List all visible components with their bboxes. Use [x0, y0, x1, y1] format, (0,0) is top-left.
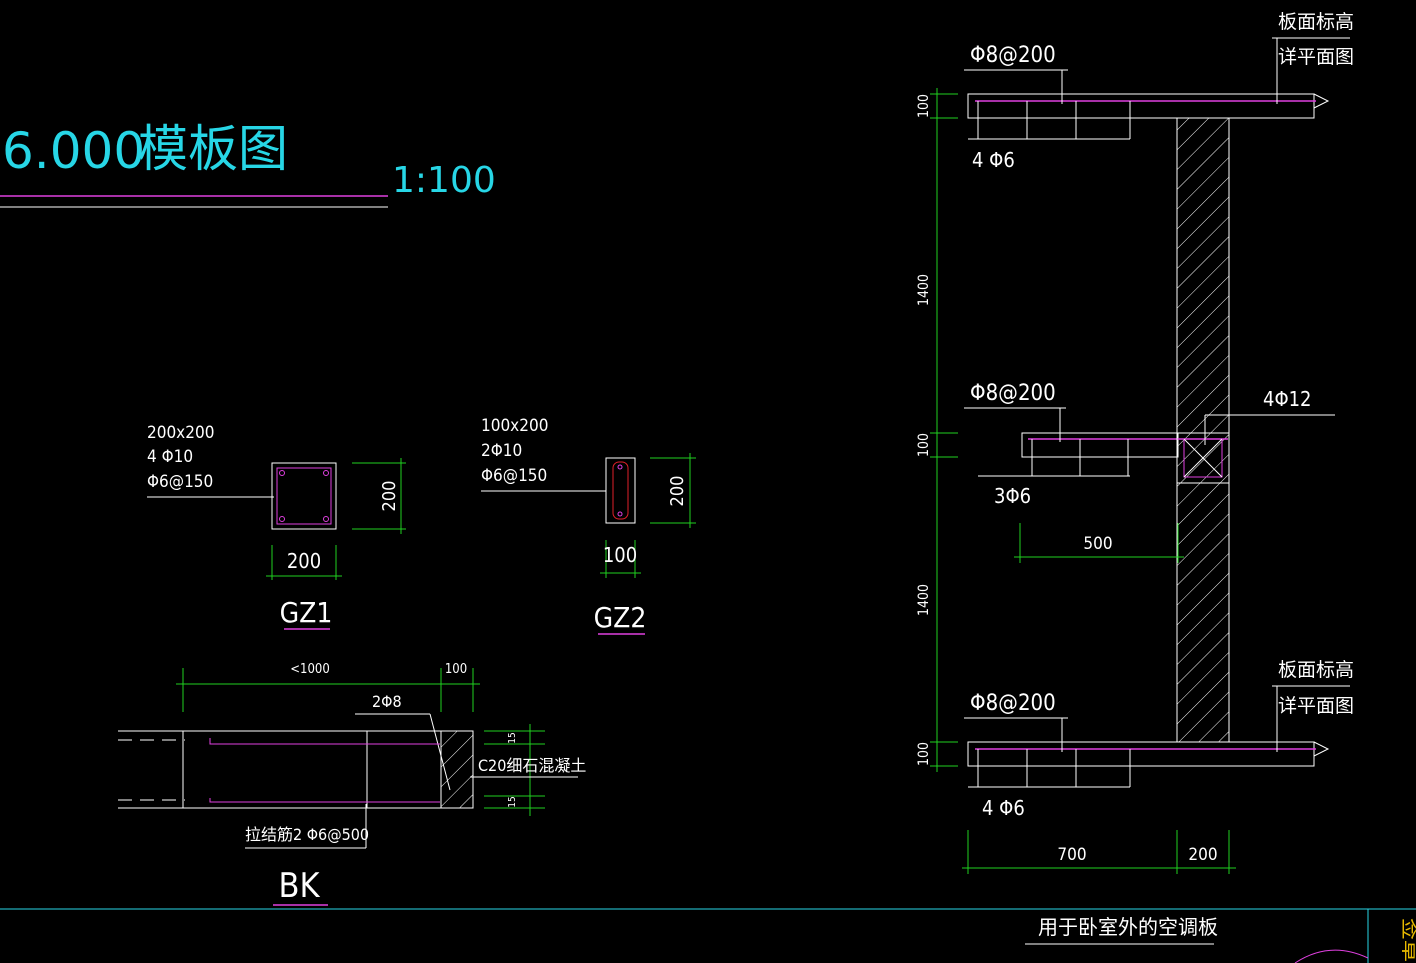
bk-tie-label: 拉结筋2 Φ6@500 — [245, 825, 369, 844]
dim-v1: 100 — [916, 94, 932, 118]
gz2-detail: 100x200 2Φ10 Φ6@150 200 100 GZ2 — [481, 416, 696, 635]
dim-h2: 200 — [1188, 845, 1217, 865]
gz2-spec-1: 100x200 — [481, 416, 548, 436]
title-elevation: 6.000 — [2, 122, 145, 180]
gz1-spec-2: 4 Φ10 — [147, 447, 193, 467]
drawing-title: 6.000 模板图 1:100 — [0, 120, 496, 208]
mid-dim: 500 — [1083, 534, 1112, 554]
bk-label: BK — [278, 866, 320, 906]
gz2-dim-height: 200 — [667, 476, 688, 507]
gz1-spec-3: Φ6@150 — [147, 472, 213, 492]
section-detail: Φ8@200 4 Φ6 板面标高 详平面图 Φ8@200 3Φ6 4Φ12 50… — [916, 11, 1354, 874]
dim-h1: 700 — [1057, 845, 1086, 865]
top-slab-ref: 详平面图 — [1278, 46, 1354, 68]
top-dist: 4 Φ6 — [972, 148, 1015, 172]
bot-rebar: Φ8@200 — [970, 691, 1056, 716]
dim-v5: 100 — [916, 742, 932, 766]
gz1-dim-width: 200 — [287, 549, 321, 573]
dim-v4: 1400 — [916, 584, 932, 616]
gz1-label: GZ1 — [280, 596, 333, 629]
gz2-label: GZ2 — [594, 601, 647, 634]
bk-dim-right: 100 — [445, 662, 467, 677]
mid-beam: 4Φ12 — [1263, 387, 1312, 411]
title-block: 用于卧室外的空调板 签章 — [0, 908, 1416, 963]
dim-v2: 1400 — [916, 274, 932, 306]
footer-caption: 用于卧室外的空调板 — [1038, 915, 1218, 939]
title-scale: 1:100 — [392, 160, 496, 201]
bk-dim-top: 15 — [507, 732, 518, 743]
bk-bar-label: 2Φ8 — [372, 692, 402, 711]
gz1-detail: 200x200 4 Φ10 Φ6@150 200 200 GZ1 — [147, 423, 406, 630]
gz1-spec-1: 200x200 — [147, 423, 214, 443]
bk-dim-bottom: 15 — [507, 796, 518, 807]
footer-stamp: 签章 — [1398, 918, 1416, 962]
top-rebar: Φ8@200 — [970, 43, 1056, 68]
bot-slab-label: 板面标高 — [1278, 659, 1354, 681]
gz2-spec-3: Φ6@150 — [481, 466, 547, 486]
mid-rebar: Φ8@200 — [970, 381, 1056, 406]
bot-slab-ref: 详平面图 — [1278, 695, 1354, 717]
bk-detail: <1000 100 2Φ8 15 15 C20细石混凝土 拉结筋2 Φ6@500… — [118, 662, 586, 906]
top-slab-label: 板面标高 — [1278, 11, 1354, 33]
dim-v3: 100 — [916, 433, 932, 457]
mid-dist: 3Φ6 — [994, 484, 1031, 508]
gz1-dim-height: 200 — [379, 481, 400, 512]
gz2-dim-width: 100 — [603, 543, 637, 567]
bot-dist: 4 Φ6 — [982, 796, 1025, 820]
gz2-spec-2: 2Φ10 — [481, 441, 522, 461]
bk-dim-left: <1000 — [290, 662, 330, 677]
title-name: 模板图 — [138, 120, 288, 178]
bk-concrete-label: C20细石混凝土 — [478, 756, 586, 775]
